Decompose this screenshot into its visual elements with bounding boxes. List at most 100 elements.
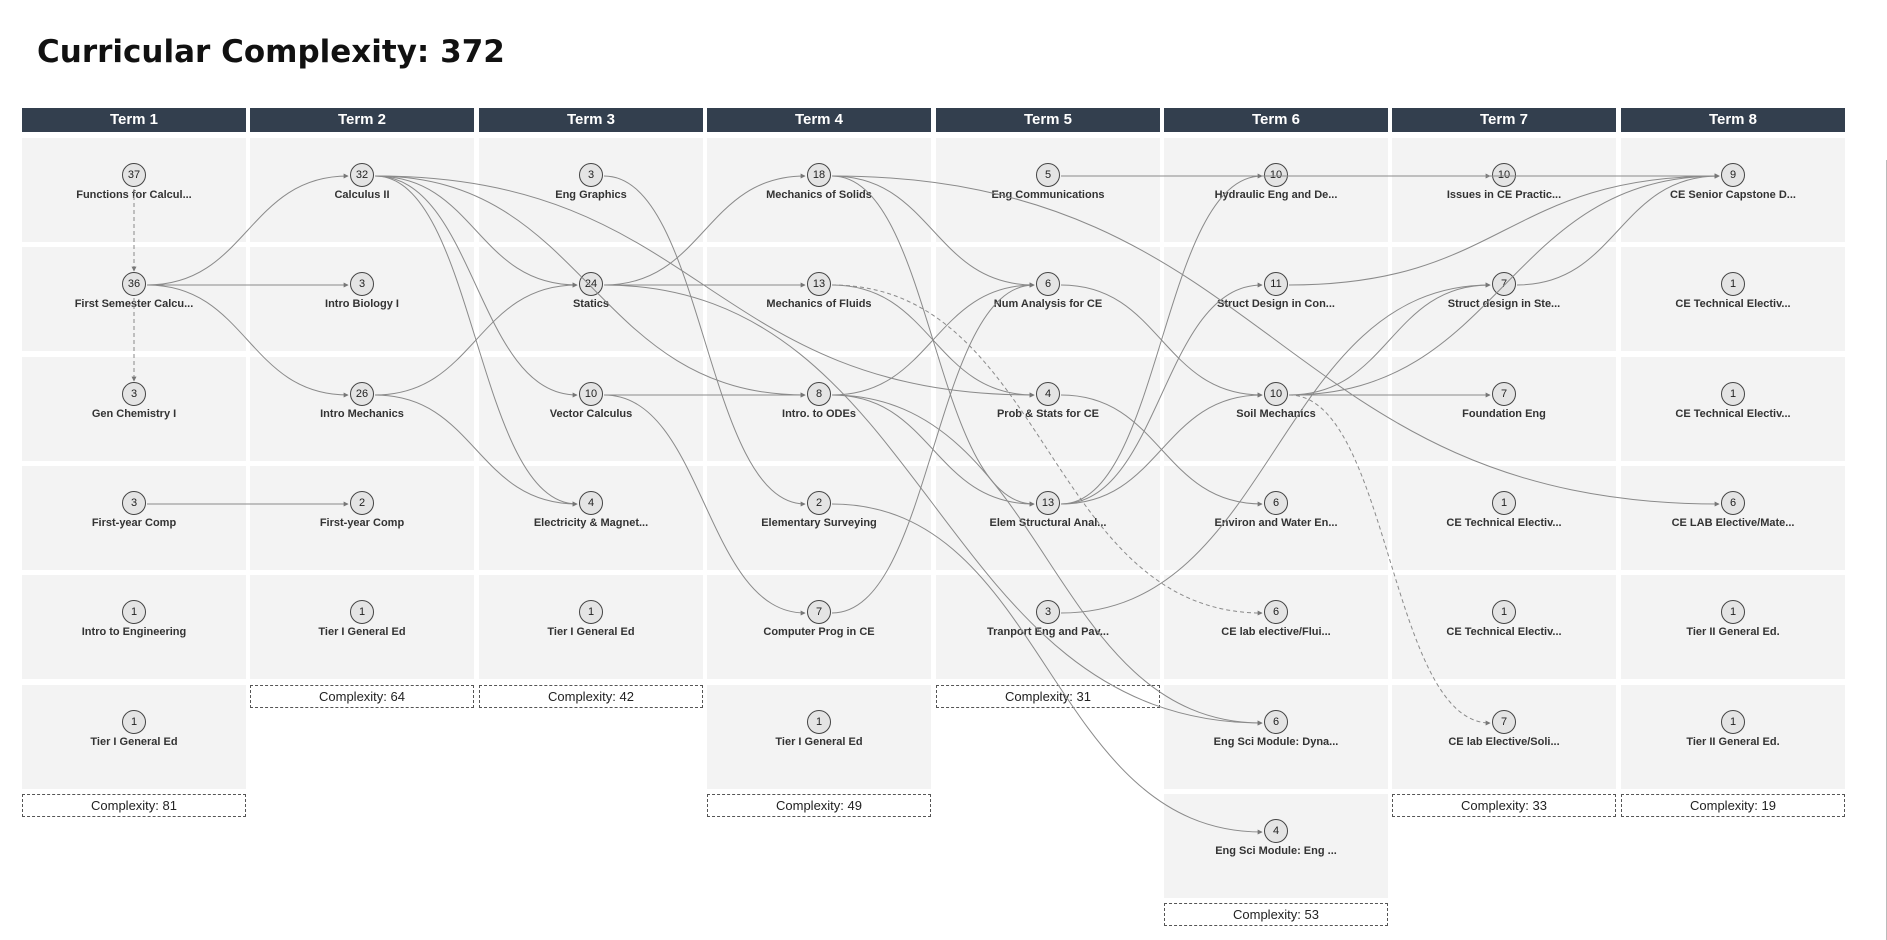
course-name: Tier I General Ed xyxy=(318,626,406,638)
course-name: Statics xyxy=(572,298,610,310)
course-name: Issues in CE Practic... xyxy=(1446,189,1562,201)
course-name: CE LAB Elective/Mate... xyxy=(1671,517,1795,529)
course-name: First Semester Calcu... xyxy=(74,298,194,310)
course-complexity-value: 10 xyxy=(579,382,603,406)
course-complexity-value: 1 xyxy=(579,600,603,624)
course-complexity-value: 1 xyxy=(807,710,831,734)
course-name: Intro to Engineering xyxy=(81,626,187,638)
course-name: Struct design in Ste... xyxy=(1447,298,1561,310)
course-complexity-value: 2 xyxy=(807,491,831,515)
course-complexity-value: 24 xyxy=(579,272,603,296)
course-complexity-value: 8 xyxy=(807,382,831,406)
course-name: Environ and Water En... xyxy=(1214,517,1338,529)
course-complexity-value: 13 xyxy=(1036,491,1060,515)
term-header: Term 1 xyxy=(22,108,246,132)
course-complexity-value: 1 xyxy=(1721,600,1745,624)
course-name: CE Technical Electiv... xyxy=(1446,626,1562,638)
course-complexity-value: 11 xyxy=(1264,272,1288,296)
course-name: Tier I General Ed xyxy=(90,736,178,748)
course-name: Prob & Stats for CE xyxy=(996,408,1100,420)
course-name: Eng Communications xyxy=(991,189,1105,201)
course-name: First-year Comp xyxy=(319,517,405,529)
course-complexity-value: 10 xyxy=(1264,382,1288,406)
course-name: Tier I General Ed xyxy=(775,736,863,748)
course-name: Struct Design in Con... xyxy=(1217,298,1335,310)
term-header: Term 5 xyxy=(936,108,1160,132)
course-cell xyxy=(22,466,246,570)
course-complexity-value: 13 xyxy=(807,272,831,296)
course-name: Functions for Calcul... xyxy=(76,189,192,201)
course-name: Calculus II xyxy=(334,189,390,201)
course-cell xyxy=(22,575,246,679)
course-complexity-value: 7 xyxy=(1492,272,1516,296)
term-header: Term 8 xyxy=(1621,108,1845,132)
course-complexity-value: 32 xyxy=(350,163,374,187)
course-complexity-value: 7 xyxy=(807,600,831,624)
course-name: Hydraulic Eng and De... xyxy=(1214,189,1338,201)
course-name: Mechanics of Fluids xyxy=(766,298,872,310)
course-complexity-value: 26 xyxy=(350,382,374,406)
course-complexity-value: 1 xyxy=(350,600,374,624)
course-complexity-value: 1 xyxy=(1492,491,1516,515)
course-name: Elem Structural Anal... xyxy=(989,517,1107,529)
course-name: Elementary Surveying xyxy=(761,517,877,529)
course-name: Eng Graphics xyxy=(555,189,627,201)
course-complexity-value: 3 xyxy=(122,382,146,406)
course-name: First-year Comp xyxy=(91,517,177,529)
course-name: Tier II General Ed. xyxy=(1686,626,1780,638)
course-name: Eng Sci Module: Eng ... xyxy=(1215,845,1337,857)
course-name: Tier II General Ed. xyxy=(1686,736,1780,748)
course-complexity-value: 7 xyxy=(1492,382,1516,406)
term-complexity: Complexity: 42 xyxy=(479,685,703,708)
course-complexity-value: 3 xyxy=(579,163,603,187)
term-header: Term 3 xyxy=(479,108,703,132)
